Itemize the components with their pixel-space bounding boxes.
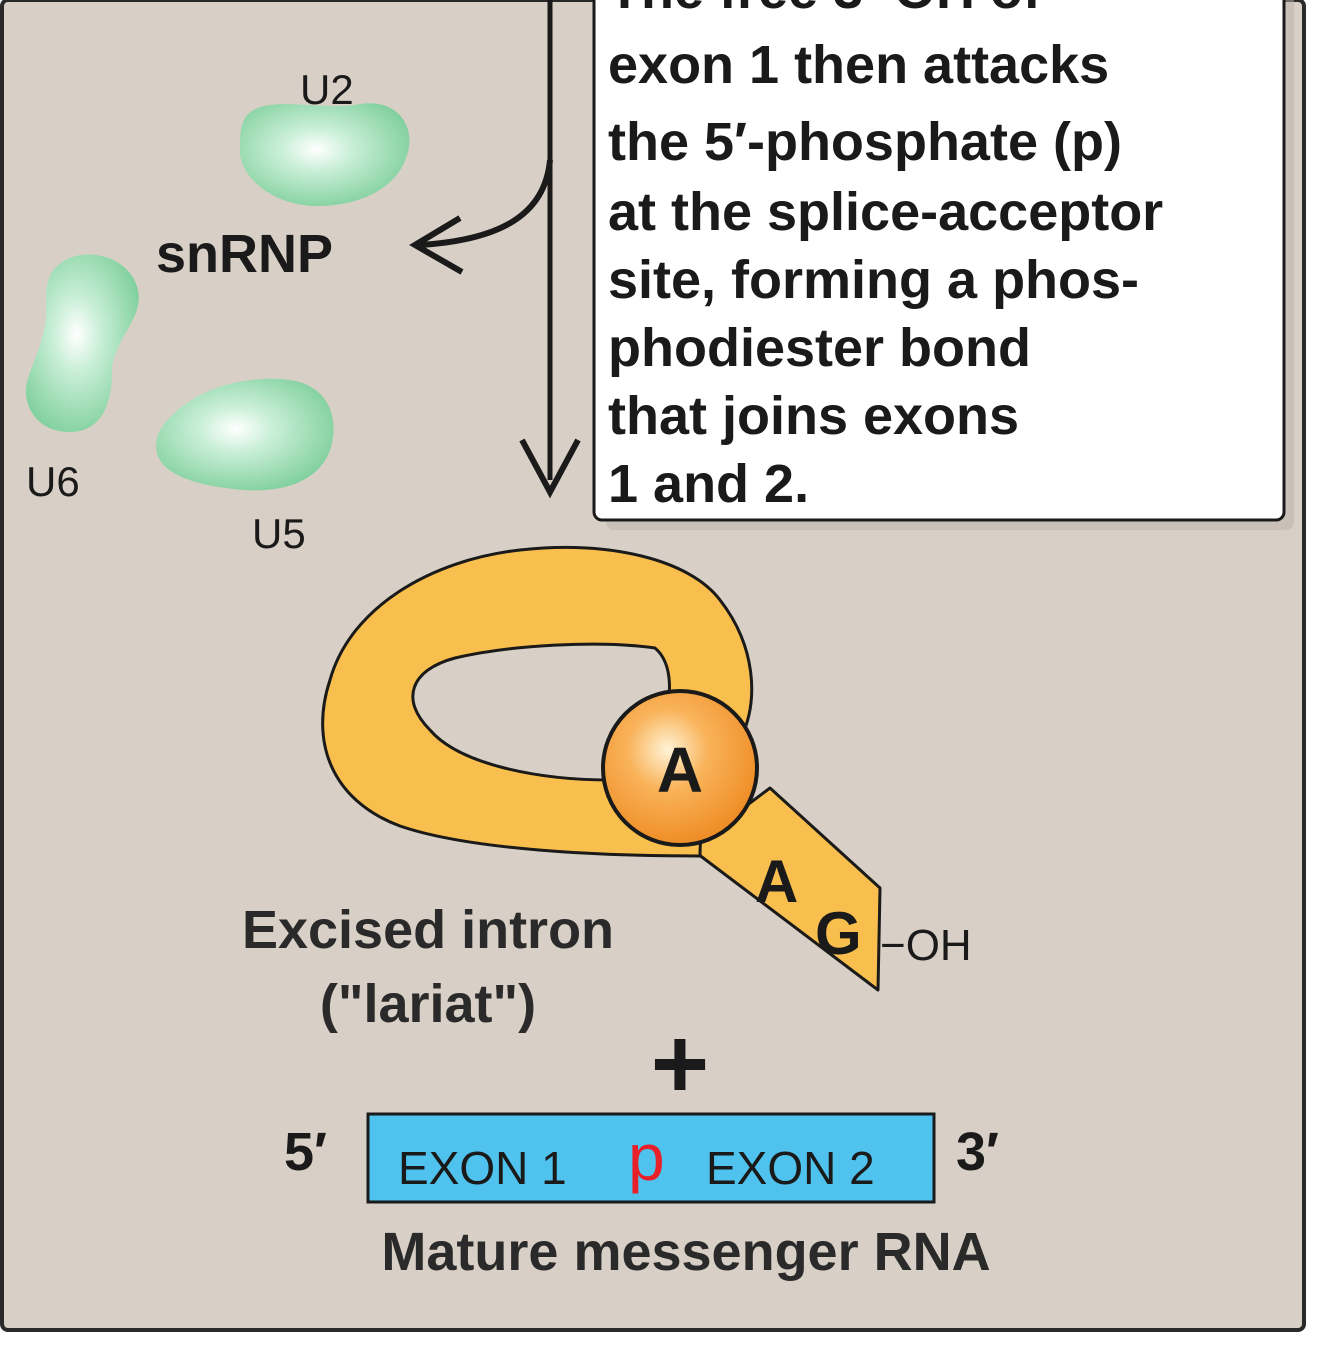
u6-particle (25, 254, 139, 432)
hydroxyl-end-label: −OH (880, 921, 972, 970)
mature-mrna: 5′ EXON 1 p EXON 2 3′ Mature messenger R… (284, 1112, 999, 1282)
callout-box: The free 3′-OH of exon 1 then attacks th… (592, 0, 1294, 530)
u5-particle (156, 378, 334, 491)
snrnp-label: snRNP (156, 224, 333, 284)
plus-sign: + (651, 1008, 709, 1120)
tail-nucleotide-a: A (755, 848, 798, 915)
callout-line-6: phodiester bond (608, 318, 1031, 378)
mrna-box (366, 1112, 936, 1204)
u2-label: U2 (300, 66, 354, 113)
exon1-label: EXON 1 (398, 1142, 567, 1194)
five-prime-label: 5′ (284, 1122, 327, 1182)
u5-label: U5 (252, 510, 306, 557)
mrna-caption: Mature messenger RNA (381, 1222, 990, 1282)
u6-label: U6 (26, 458, 80, 505)
callout-line-1: The free 3′-OH of (608, 0, 1042, 20)
release-arrow-icon (409, 159, 553, 275)
callout-line-5: site, forming a phos- (608, 250, 1139, 310)
callout-line-4: at the splice-acceptor (608, 182, 1163, 242)
down-arrow-icon (519, 0, 581, 499)
branch-point-a (601, 689, 759, 847)
lariat-label-line-1: Excised intron (242, 900, 614, 960)
u2-particle (239, 103, 410, 206)
callout-line-3: the 5′-phosphate (p) (608, 112, 1122, 172)
phosphate-label: p (628, 1120, 665, 1194)
lariat-label-line-2: ("lariat") (320, 974, 536, 1034)
three-prime-label: 3′ (956, 1122, 999, 1182)
tail-nucleotide-g: G (815, 900, 862, 967)
exon2-label: EXON 2 (706, 1142, 875, 1194)
callout-line-2: exon 1 then attacks (608, 35, 1109, 95)
lariat-intron: A A G −OH (321, 546, 972, 992)
branch-nucleotide-label: A (657, 734, 703, 806)
callout-line-7: that joins exons (608, 386, 1019, 446)
snrnp-group: U2 snRNP U6 U5 (25, 66, 410, 557)
callout-line-8: 1 and 2. (608, 454, 809, 514)
